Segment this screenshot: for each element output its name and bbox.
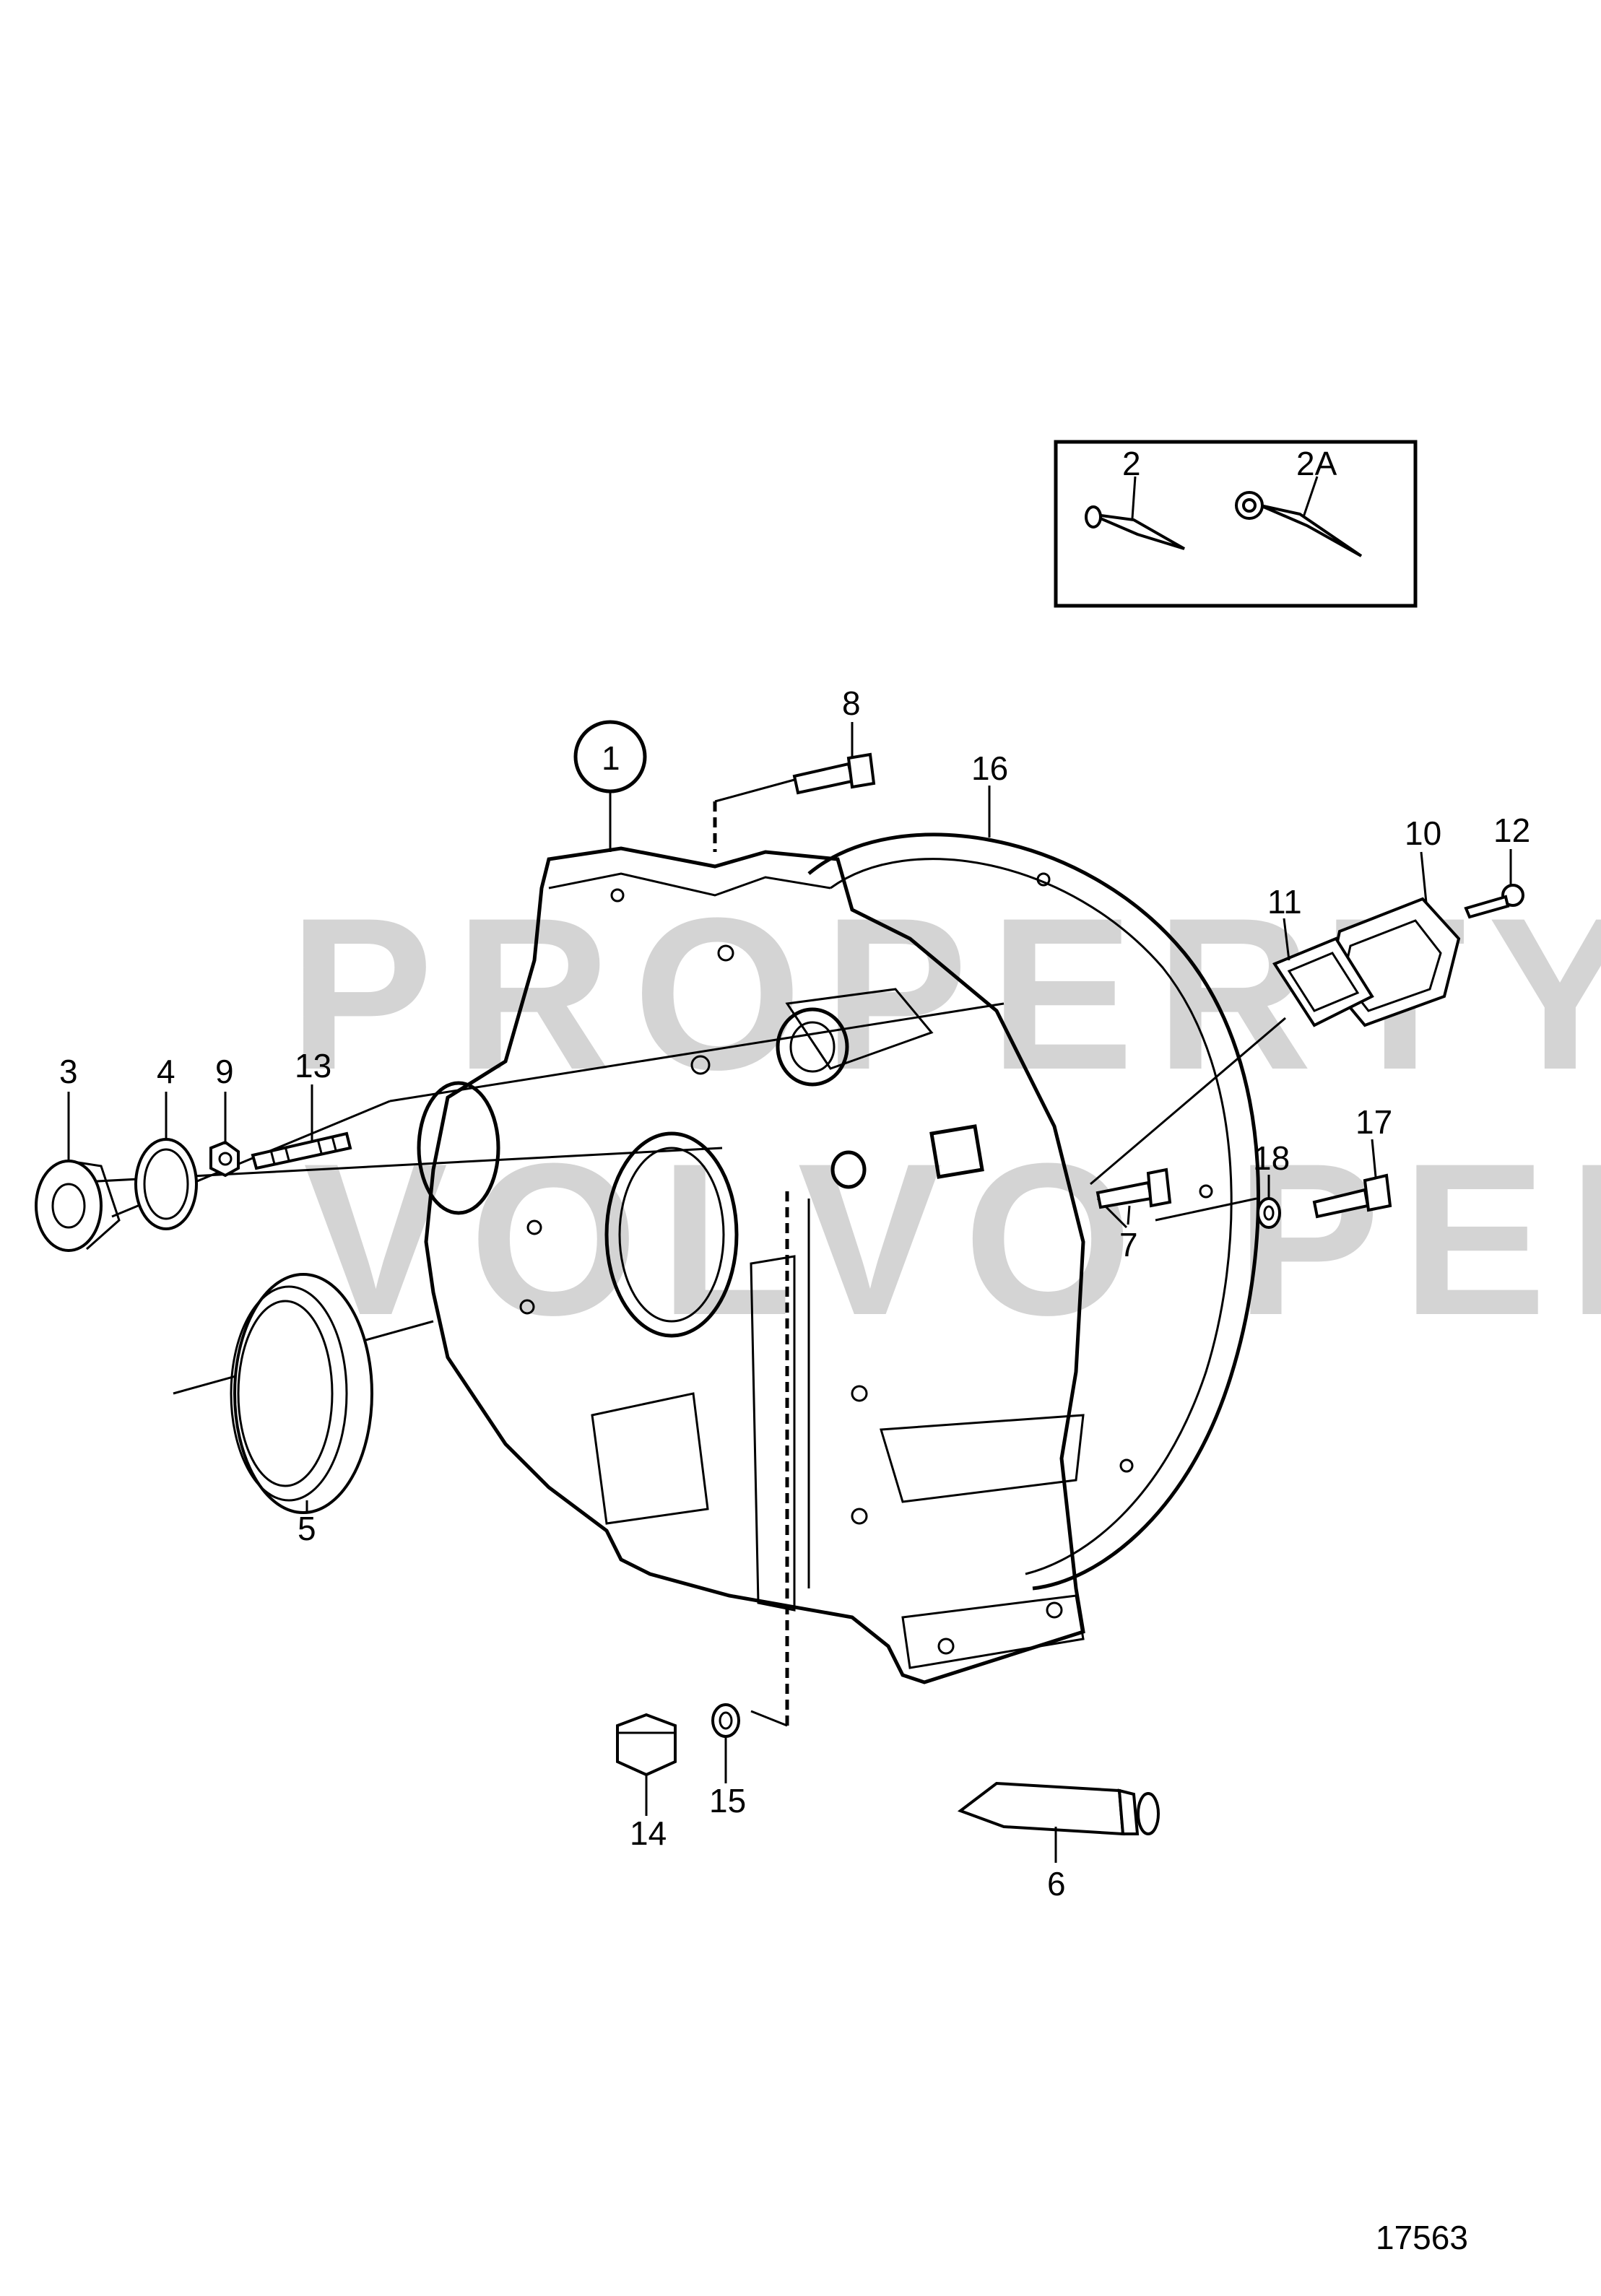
sealing-washer-4 [134, 1138, 198, 1230]
label-12: 12 [1493, 812, 1530, 849]
label-9: 9 [215, 1053, 234, 1090]
label-leaders [67, 722, 1512, 1863]
label-3: 3 [59, 1053, 78, 1090]
plug-3 [35, 1160, 121, 1252]
washer-18 [1257, 1197, 1281, 1229]
inset-label-2a: 2A [1296, 445, 1337, 482]
inset-label-2: 2 [1122, 445, 1141, 482]
label-10: 10 [1405, 814, 1441, 852]
label-18: 18 [1253, 1139, 1290, 1177]
screw-12 [1464, 884, 1524, 919]
dowel-pin-2 [1085, 476, 1185, 550]
label-16: 16 [971, 749, 1008, 787]
label-11: 11 [1267, 883, 1302, 921]
drawing-number: 17563 [1376, 2219, 1468, 2256]
flywheel-housing [417, 846, 1085, 1684]
label-6: 6 [1047, 1865, 1066, 1903]
bolt-7 [1095, 1167, 1172, 1209]
label-7: 7 [1119, 1226, 1138, 1264]
label-13: 13 [295, 1047, 331, 1084]
label-14: 14 [630, 1814, 667, 1852]
housing-flange-disk [807, 832, 1260, 1591]
label-5: 5 [298, 1510, 316, 1547]
drain-plug-14 [616, 1713, 677, 1777]
washer-15 [711, 1703, 740, 1738]
label-17: 17 [1355, 1103, 1392, 1141]
sealant-tube-6 [957, 1781, 1160, 1836]
dowel-pin-2a [1235, 476, 1363, 557]
inset-box: 2 2A [1054, 440, 1418, 608]
label-4: 4 [157, 1053, 175, 1090]
stud-13 [251, 1131, 352, 1170]
label-8: 8 [842, 684, 861, 722]
label-1: 1 [602, 739, 620, 777]
bolt-8 [792, 752, 876, 795]
oil-seal-5 [230, 1273, 373, 1514]
label-15: 15 [709, 1782, 746, 1819]
bolt-17 [1312, 1173, 1392, 1219]
nut-9 [209, 1140, 240, 1178]
gasket-11 [1272, 936, 1374, 1027]
